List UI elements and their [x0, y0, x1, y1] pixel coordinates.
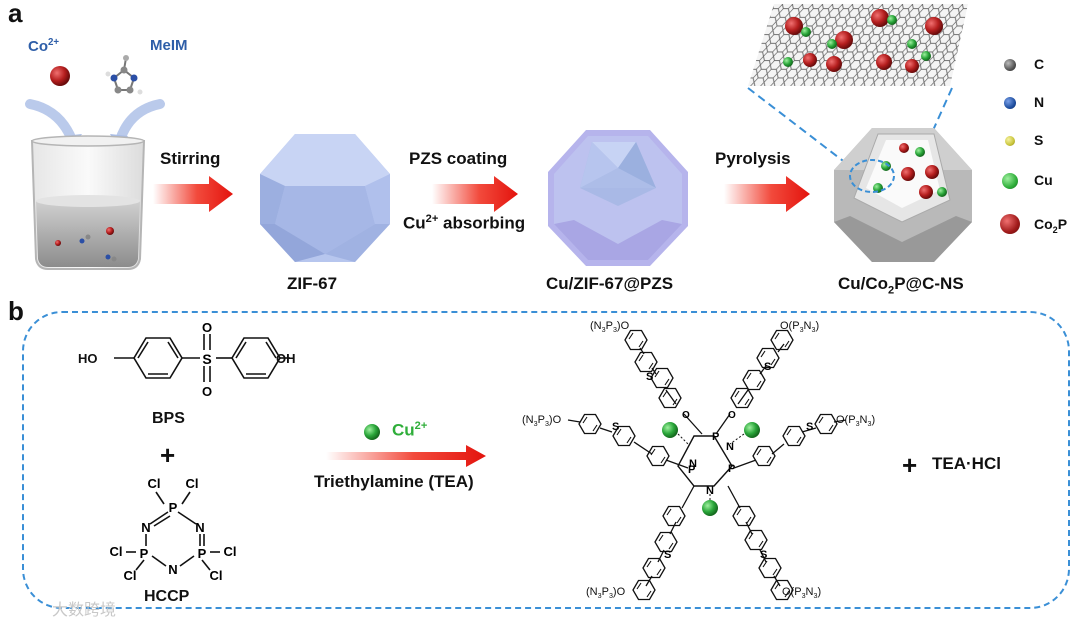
co-ion-label: Co2+	[28, 37, 60, 55]
bps-name-label: BPS	[152, 410, 185, 427]
svg-text:O: O	[202, 320, 212, 335]
svg-text:P: P	[140, 546, 149, 561]
legend-label-n: N	[1034, 94, 1045, 110]
svg-text:S: S	[646, 371, 653, 383]
svg-text:O: O	[202, 384, 212, 396]
melm-molecule-icon	[105, 55, 143, 95]
end-group-right: O(P3N3)	[836, 414, 876, 429]
watermark: 大数跨境	[52, 602, 117, 619]
arrow-pyrolysis	[724, 176, 810, 212]
graphene-sheet	[748, 4, 968, 86]
condition-tea-label: Triethylamine (TEA)	[314, 472, 474, 491]
svg-text:P: P	[688, 464, 695, 476]
svg-text:Cl: Cl	[186, 476, 199, 491]
bps-oh-label: OH	[276, 351, 296, 366]
step-pyrolysis-label: Pyrolysis	[715, 149, 791, 168]
svg-text:N: N	[168, 562, 177, 577]
byproduct-tea-hcl-label: TEA·HCl	[932, 454, 1001, 473]
svg-text:S: S	[612, 421, 619, 433]
legend-label-cu: Cu	[1034, 172, 1053, 188]
legend-swatch-s	[1005, 136, 1015, 146]
legend-swatch-n	[1004, 97, 1016, 109]
svg-text:S: S	[202, 351, 211, 367]
svg-text:Cl: Cl	[224, 544, 237, 559]
step-stirring-label: Stirring	[160, 149, 221, 168]
legend-label-co2p: Co2P	[1034, 216, 1068, 235]
panel-a-label: a	[8, 0, 23, 28]
svg-text:N: N	[706, 485, 714, 497]
svg-text:P: P	[169, 500, 178, 515]
reagent-cu-ion-label: Cu2+	[392, 420, 428, 440]
cu-zif67-pzs-polyhedron	[548, 130, 688, 266]
svg-text:O: O	[728, 410, 736, 421]
svg-text:Cl: Cl	[124, 568, 137, 583]
step-pzs-coating-label: PZS coating	[409, 149, 508, 168]
melm-label: MeIM	[150, 37, 188, 54]
product-cu-zif67-pzs-label: Cu/ZIF-67@PZS	[546, 274, 674, 293]
step-cu-absorbing-label: Cu2+ absorbing	[403, 213, 526, 233]
arrow-stirring	[153, 176, 233, 212]
product-cu-co2p-cns-label: Cu/Co2P@C-NS	[838, 274, 964, 297]
svg-text:S: S	[664, 549, 671, 561]
svg-text:P: P	[198, 546, 207, 561]
product-molecule: P N N P P N S O S O S S S	[567, 329, 847, 601]
plus-sign-right: +	[902, 450, 918, 480]
bps-structure: S O O	[114, 320, 290, 396]
svg-text:Cl: Cl	[148, 476, 161, 491]
svg-text:N: N	[141, 520, 150, 535]
end-group-top-right: O(P3N3)	[780, 320, 820, 335]
panel-b-dashed-frame	[22, 311, 1070, 609]
cu-ion-sphere	[364, 424, 380, 440]
end-group-bottom-right: O(P3N3)	[782, 586, 822, 601]
reaction-arrow	[326, 445, 486, 467]
panel-b-label: b	[8, 296, 24, 326]
svg-text:Cl: Cl	[210, 568, 223, 583]
legend-swatch-co2p	[1000, 214, 1020, 234]
beaker	[30, 135, 146, 270]
svg-text:S: S	[806, 421, 813, 433]
end-group-left: (N3P3)O	[522, 414, 562, 429]
svg-text:S: S	[764, 361, 771, 373]
legend-swatch-c	[1004, 59, 1016, 71]
svg-text:N: N	[689, 458, 697, 470]
svg-text:N: N	[726, 441, 734, 453]
arrow-pzs-coating	[432, 176, 518, 212]
legend-label-c: C	[1034, 56, 1045, 72]
svg-text:N: N	[195, 520, 204, 535]
bps-ho-label: HO	[78, 351, 98, 366]
end-group-bottom-left: (N3P3)O	[586, 586, 626, 601]
legend: C N S Cu Co2P	[1000, 56, 1080, 246]
svg-text:O: O	[682, 410, 690, 421]
svg-text:S: S	[760, 549, 767, 561]
zif67-polyhedron	[260, 134, 390, 262]
legend-label-s: S	[1034, 132, 1044, 148]
end-group-top-left: (N3P3)O	[590, 320, 630, 335]
svg-text:P: P	[712, 431, 719, 443]
hccp-name-label: HCCP	[144, 588, 190, 605]
legend-swatch-cu	[1002, 173, 1018, 189]
cu-co2p-cns-polyhedron	[834, 128, 972, 262]
product-zif67-label: ZIF-67	[287, 274, 338, 293]
svg-text:Cl: Cl	[110, 544, 123, 559]
plus-sign-left: +	[160, 440, 176, 470]
svg-text:P: P	[728, 463, 735, 475]
co-ion-sphere	[50, 66, 70, 86]
hccp-structure: P N N P P N Cl Cl Cl Cl Cl Cl	[110, 476, 237, 583]
